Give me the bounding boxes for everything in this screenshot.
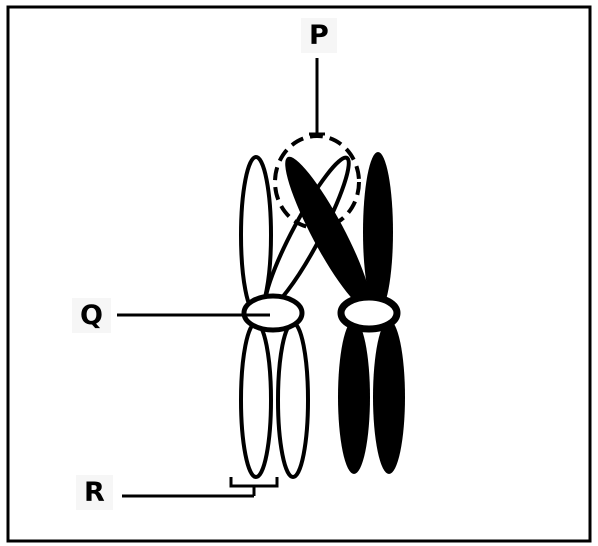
light-centromere — [241, 293, 305, 333]
diagram-frame — [6, 5, 592, 543]
dark-centromere — [337, 293, 401, 333]
light-chromatid-right-lower-arm — [276, 321, 310, 479]
dark-chromatid-left-upper-arm — [285, 156, 371, 310]
light-chromatid-left-lower-arm — [239, 321, 273, 479]
light-chromosome — [239, 155, 351, 479]
dark-chromatid-left-lower-arm — [338, 320, 370, 474]
pointer-p — [309, 58, 325, 136]
crossover-region-circle — [273, 134, 361, 230]
dark-chromatid-right-lower-arm — [373, 320, 405, 474]
label-r: R — [76, 475, 113, 510]
label-p: P — [301, 18, 337, 53]
pointer-r — [122, 477, 279, 498]
dark-chromosome — [285, 152, 405, 474]
label-q: Q — [72, 298, 111, 333]
dark-chromatid-right-upper-arm — [363, 152, 393, 312]
